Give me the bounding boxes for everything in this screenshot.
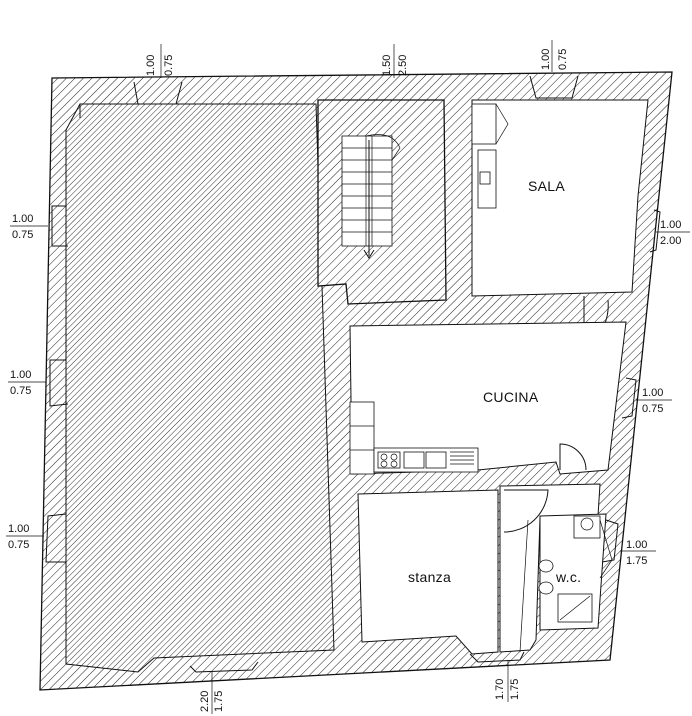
wc-fixtures (538, 515, 613, 623)
svg-text:0.75: 0.75 (12, 229, 33, 241)
svg-text:0.75: 0.75 (10, 385, 31, 397)
stanza-door (519, 519, 529, 653)
staircase (341, 134, 401, 259)
svg-text:1.00: 1.00 (145, 55, 157, 76)
svg-text:1.70: 1.70 (494, 679, 506, 700)
dim-right-wc: 1.00 1.75 (620, 539, 656, 567)
cucina-door (559, 443, 587, 471)
hall-door (503, 489, 549, 533)
svg-text:1.00: 1.00 (642, 387, 663, 399)
dim-top-stair: 1.50 2.50 (381, 44, 409, 78)
svg-text:1.00: 1.00 (8, 523, 29, 535)
label-wc: w.c. (555, 569, 581, 585)
svg-text:0.75: 0.75 (642, 403, 663, 415)
dim-bottom-right: 1.70 1.75 (494, 660, 521, 702)
svg-text:2.20: 2.20 (199, 691, 211, 712)
label-cucina: CUCINA (483, 389, 539, 405)
svg-text:1.00: 1.00 (660, 219, 681, 231)
dim-left-upper: 1.00 0.75 (10, 213, 48, 241)
svg-text:1.50: 1.50 (381, 55, 393, 76)
dim-right-sala: 1.00 2.00 (656, 219, 690, 247)
windows (45, 75, 661, 673)
svg-text:2.50: 2.50 (397, 55, 409, 76)
room-stanza (357, 489, 499, 655)
label-sala: SALA (528, 178, 565, 194)
kitchen-counter (349, 401, 479, 475)
room-sala (471, 99, 649, 297)
dim-top-right: 1.00 0.75 (540, 40, 569, 72)
svg-text:1.75: 1.75 (213, 691, 225, 712)
fireplace (471, 103, 509, 209)
svg-text:1.00: 1.00 (626, 539, 647, 551)
hallway (499, 483, 601, 653)
svg-text:0.75: 0.75 (163, 55, 175, 76)
dim-left-lower: 1.00 0.75 (6, 523, 44, 551)
dim-top-left: 1.00 0.75 (145, 44, 175, 78)
label-stanza: stanza (408, 569, 451, 585)
svg-text:1.00: 1.00 (540, 49, 552, 70)
svg-text:2.00: 2.00 (660, 235, 681, 247)
dim-bottom-left: 2.20 1.75 (199, 672, 225, 714)
svg-text:1.00: 1.00 (10, 369, 31, 381)
svg-text:0.75: 0.75 (8, 539, 29, 551)
svg-text:1.00: 1.00 (12, 213, 33, 225)
svg-text:1.75: 1.75 (626, 555, 647, 567)
void-area (65, 103, 335, 673)
dim-left-middle: 1.00 0.75 (8, 369, 46, 397)
dim-right-cucina: 1.00 0.75 (636, 387, 672, 415)
svg-text:1.75: 1.75 (509, 679, 521, 700)
svg-text:0.75: 0.75 (557, 49, 569, 70)
